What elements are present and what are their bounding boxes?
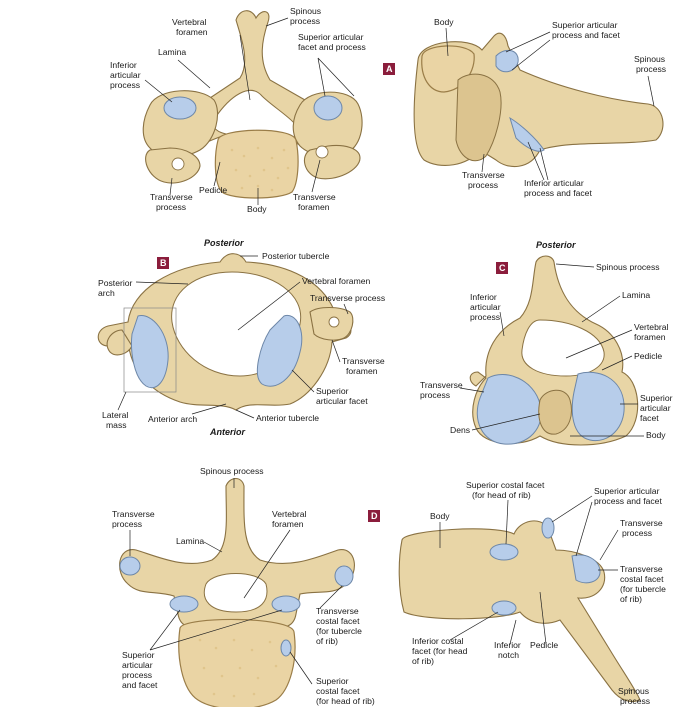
label-spinous-process-d: Spinous process <box>200 466 264 476</box>
label-vertebral-foramen-b: Vertebral foramen <box>302 276 371 286</box>
svg-text:A: A <box>386 64 393 74</box>
panel-d-top-view <box>119 477 355 707</box>
label-transverse-process-b: Transverse process <box>310 293 385 303</box>
label-anterior-tubercle: Anterior tubercle <box>256 413 319 423</box>
panel-b-atlas <box>97 253 354 411</box>
label-pedicle-a: Pedicle <box>199 185 227 195</box>
svg-text:C: C <box>499 263 506 273</box>
label-posterior-c: Posterior <box>536 240 576 250</box>
panel-c-labels: Posterior Spinous process Lamina Inferio… <box>420 240 673 440</box>
panel-a-top-view <box>142 10 363 199</box>
badge-b: B <box>157 257 169 269</box>
label-dens: Dens <box>450 425 470 435</box>
label-body-d-side: Body <box>430 511 450 521</box>
svg-text:D: D <box>371 511 378 521</box>
badge-a: A <box>383 63 395 75</box>
label-posterior-tubercle: Posterior tubercle <box>262 251 330 261</box>
label-body-c: Body <box>646 430 666 440</box>
label-posterior-b: Posterior <box>204 238 244 248</box>
panel-b-labels: Posterior Anterior Posterior tubercle Po… <box>98 238 385 437</box>
label-pedicle-d-side: Pedicle <box>530 640 558 650</box>
badge-c: C <box>496 262 508 274</box>
label-lamina-a: Lamina <box>158 47 186 57</box>
label-lamina-c: Lamina <box>622 290 650 300</box>
panel-c-axis <box>469 255 639 446</box>
panel-d-side-labels: Superior costal facet(for head of rib) B… <box>412 480 666 706</box>
panel-a-side-view <box>413 32 664 168</box>
label-pedicle-c: Pedicle <box>634 351 662 361</box>
label-body-a: Body <box>247 204 267 214</box>
svg-text:B: B <box>160 258 167 268</box>
panel-d-side-view <box>398 517 641 703</box>
label-spinous-process-c: Spinous process <box>596 262 660 272</box>
label-body-a-side: Body <box>434 17 454 27</box>
badge-d: D <box>368 510 380 522</box>
label-superior-costal-facet-d-side: Superior costal facet(for head of rib) <box>466 480 545 500</box>
label-lamina-d: Lamina <box>176 536 204 546</box>
label-anterior-b: Anterior <box>209 427 246 437</box>
label-anterior-arch: Anterior arch <box>148 414 197 424</box>
